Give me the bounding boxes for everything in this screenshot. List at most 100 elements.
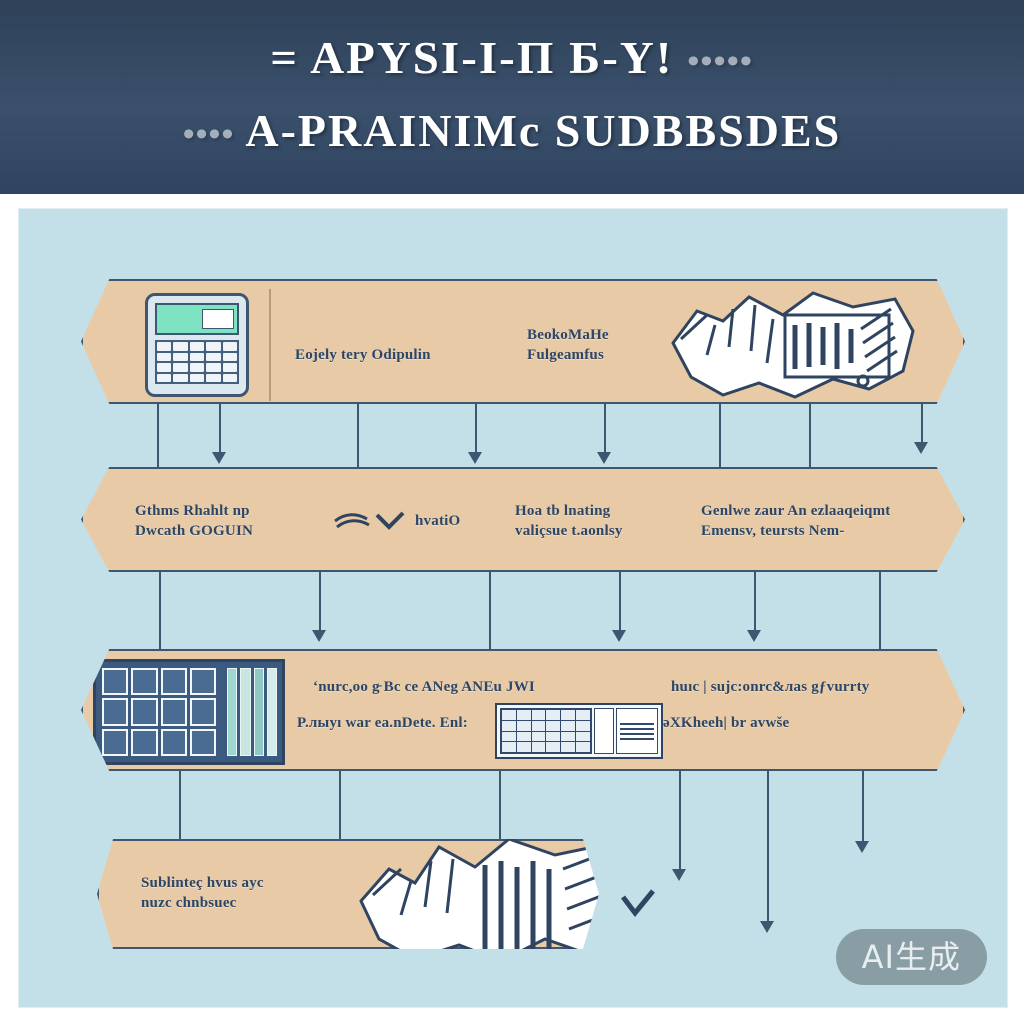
console-key bbox=[516, 710, 531, 720]
page-title-line-2: •••• A-PRAINIMc SUDBBSDES bbox=[183, 103, 841, 163]
connector-line bbox=[619, 572, 621, 632]
shelf-cell bbox=[131, 728, 158, 756]
console-key bbox=[561, 742, 576, 752]
connector-line bbox=[179, 771, 181, 839]
console-key bbox=[546, 720, 561, 731]
connector-arrowhead bbox=[747, 630, 761, 642]
shelf-cell bbox=[102, 668, 129, 696]
connector-arrowhead bbox=[914, 442, 928, 454]
page-header: = APYSI-I-П Б-Y! ••••• •••• A-PRAINIMc S… bbox=[0, 0, 1024, 194]
calculator-key bbox=[189, 363, 205, 372]
row-1-text-2: BeokoMaHe Fulgeamfus bbox=[527, 327, 609, 363]
book bbox=[253, 668, 264, 756]
console-key bbox=[576, 710, 590, 720]
console-key bbox=[546, 710, 561, 720]
console-key bbox=[516, 731, 531, 742]
calculator-screen bbox=[155, 303, 239, 335]
process-bar-row-2-content: Gthms Rhahlt np Dwcath GOGUIN hvatiO Hoa… bbox=[83, 469, 963, 570]
connector-arrowhead bbox=[312, 630, 326, 642]
shelf-cell bbox=[189, 668, 216, 696]
shelf-cell bbox=[102, 728, 129, 756]
console-keyboard-icon bbox=[495, 703, 663, 759]
console-key bbox=[546, 742, 561, 752]
calculator-key bbox=[157, 352, 172, 361]
connector-arrowhead bbox=[212, 452, 226, 464]
console-key bbox=[531, 720, 546, 731]
shelf-cell bbox=[160, 728, 187, 756]
console-indicator bbox=[594, 708, 614, 754]
calculator-key bbox=[173, 352, 188, 361]
calculator-key bbox=[206, 363, 221, 372]
console-display bbox=[616, 708, 658, 754]
page-title-line-2-dots: •••• bbox=[182, 116, 235, 154]
page-title-line-1-text: = APYSI-I-П Б-Y! bbox=[270, 31, 674, 83]
calculator-key bbox=[157, 363, 172, 372]
row-2-text-4: Genlwe zaur An ezlaaqeiqmt Emensv, teurs… bbox=[701, 503, 891, 539]
shelf-cell bbox=[131, 668, 158, 696]
process-bar-row-3-content: ʻnurc,oo g̵ Bc ce ANeg ANEu JWI P.лыyı w… bbox=[83, 651, 963, 769]
row-2-text-3: Hoa tb lnating valiçsue t.aonlsy bbox=[515, 503, 623, 539]
ai-generated-watermark: AI生成 bbox=[835, 929, 987, 985]
checkmark-sketch-icon bbox=[621, 889, 655, 918]
connector-line bbox=[159, 572, 161, 649]
book bbox=[240, 668, 251, 756]
calculator-key bbox=[173, 373, 188, 382]
calculator-keypad bbox=[155, 340, 239, 384]
row-2-text-2: hvatiO bbox=[415, 513, 461, 529]
console-line bbox=[620, 727, 654, 730]
console-keys bbox=[500, 708, 592, 754]
calculator-key bbox=[189, 342, 205, 351]
calculator-key bbox=[222, 363, 237, 372]
connector-line bbox=[679, 771, 681, 871]
calculator-key bbox=[173, 363, 188, 372]
bar-divider bbox=[269, 289, 271, 401]
connector-line bbox=[862, 771, 864, 843]
console-key bbox=[531, 710, 546, 720]
calculator-key bbox=[189, 373, 205, 382]
row-3-text-3: huıс | sujc:onrc&лas gƒvurrty bbox=[671, 679, 870, 695]
console-key bbox=[561, 710, 576, 720]
console-key bbox=[516, 720, 531, 731]
calculator-key bbox=[206, 373, 221, 382]
process-bar-row-3[interactable]: ʻnurc,oo g̵ Bc ce ANeg ANEu JWI P.лыyı w… bbox=[81, 649, 965, 771]
row-3-text-2: P.лыyı war ea.nDete. Enl: bbox=[297, 715, 468, 731]
connector-arrowhead bbox=[468, 452, 482, 464]
calculator-key bbox=[222, 373, 237, 382]
connector-arrowhead bbox=[612, 630, 626, 642]
console-line bbox=[620, 722, 654, 725]
console-line bbox=[620, 737, 654, 740]
shelf-cell bbox=[189, 728, 216, 756]
shelf-cell bbox=[131, 698, 158, 726]
process-bar-row-2[interactable]: Gthms Rhahlt np Dwcath GOGUIN hvatiO Hoa… bbox=[81, 467, 965, 572]
diagram-panel: Eojely tery Odipulin BeokoMaHe Fulgeamfu… bbox=[10, 200, 1014, 1014]
connector-arrowhead bbox=[855, 841, 869, 853]
console-key bbox=[502, 731, 516, 742]
console-key bbox=[576, 742, 590, 752]
shelf-books bbox=[222, 662, 282, 762]
connector-line bbox=[921, 404, 923, 444]
shelf-cell bbox=[102, 698, 129, 726]
connector-arrowhead bbox=[672, 869, 686, 881]
page-title-line-1: = APYSI-I-П Б-Y! ••••• bbox=[271, 31, 754, 89]
console-key bbox=[516, 742, 531, 752]
book bbox=[266, 668, 277, 756]
connector-line bbox=[879, 572, 881, 649]
shelf-compartments bbox=[96, 662, 222, 762]
row-1-text-1: Eojely tery Odipulin bbox=[295, 347, 431, 363]
calculator-key bbox=[206, 352, 221, 361]
connector-line bbox=[767, 771, 769, 923]
console-key bbox=[531, 742, 546, 752]
console-key bbox=[502, 710, 516, 720]
process-bar-row-1[interactable]: Eojely tery Odipulin BeokoMaHe Fulgeamfu… bbox=[81, 279, 965, 404]
console-key bbox=[576, 720, 590, 731]
connector-line bbox=[719, 404, 721, 467]
shelf-cell bbox=[160, 698, 187, 726]
connector-line bbox=[754, 572, 756, 632]
calculator-key bbox=[173, 342, 188, 351]
console-key bbox=[561, 720, 576, 731]
process-bar-row-4-content: Sublinteç hvus ayc nuzc chnbsuec bbox=[99, 839, 599, 949]
connector-line bbox=[475, 404, 477, 454]
connector-line bbox=[219, 404, 221, 454]
row-4-text-1: Sublinteç hvus ayc nuzc chnbsuec bbox=[141, 875, 264, 911]
process-bar-row-4[interactable]: Sublinteç hvus ayc nuzc chnbsuec bbox=[97, 839, 599, 949]
